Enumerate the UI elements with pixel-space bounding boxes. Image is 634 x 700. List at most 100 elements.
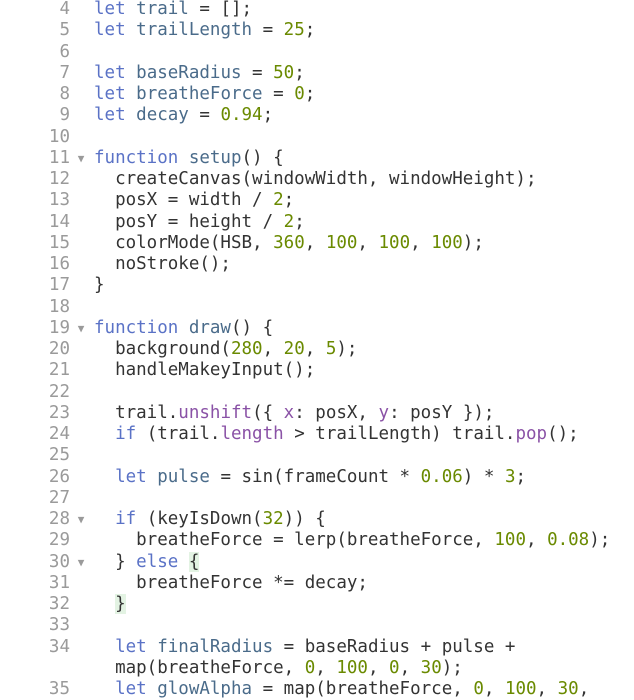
fold-triangle-icon[interactable]: ▼ xyxy=(77,513,85,526)
code-line[interactable]: 23 trail.unshift({ x: posX, y: posY }); xyxy=(0,403,634,424)
line-number: 31 xyxy=(48,572,70,593)
code-token: let xyxy=(94,636,158,657)
code-token: 280 xyxy=(230,339,263,359)
code-line[interactable]: 14 posY = height / 2; xyxy=(0,212,634,233)
code-token: , xyxy=(578,679,590,699)
code-line[interactable]: 10 xyxy=(0,127,634,148)
code-line[interactable]: 24 if (trail.length > trailLength) trail… xyxy=(0,424,634,445)
fold-triangle-icon[interactable]: ▼ xyxy=(77,151,85,165)
code-line[interactable]: 31 breatheForce *= decay; xyxy=(0,573,634,594)
code-line[interactable]: 29 breatheForce = lerp(breatheForce, 100… xyxy=(0,530,634,551)
code-token: (keyIsDown( xyxy=(136,509,263,529)
code-line[interactable]: 17} xyxy=(0,275,634,296)
code-token: 100 xyxy=(494,530,526,551)
code-line[interactable]: 28▼ if (keyIsDown(32)) { xyxy=(0,509,634,530)
line-number: 20 xyxy=(48,339,70,359)
code-token: = xyxy=(241,62,274,83)
code-line[interactable]: 35 let glowAlpha = map(breatheForce, 0, … xyxy=(0,679,634,700)
code-line[interactable]: 30▼ } else { xyxy=(0,551,634,573)
code-token: 30 xyxy=(557,679,579,699)
code-text: let finalRadius = baseRadius + pulse + xyxy=(94,637,515,658)
code-token: length xyxy=(220,424,284,444)
code-line[interactable]: 13 posX = width / 2; xyxy=(0,190,634,211)
code-token: createCanvas(windowWidth, windowHeight); xyxy=(94,169,537,189)
code-token: 100 xyxy=(431,232,463,253)
line-number: 28 xyxy=(48,509,70,529)
code-token: if xyxy=(94,424,137,444)
code-line[interactable]: 15 colorMode(HSB, 360, 100, 100, 100); xyxy=(0,233,634,254)
code-token: ); xyxy=(336,339,358,359)
fold-triangle-icon[interactable]: ▼ xyxy=(77,555,85,569)
code-token: pop xyxy=(515,424,548,444)
code-token: function xyxy=(94,317,189,338)
code-token: noStroke(); xyxy=(94,254,231,274)
code-text: } xyxy=(94,594,126,615)
code-token: trailLength xyxy=(136,20,253,41)
line-number: 9 xyxy=(59,105,70,126)
code-line[interactable]: 12 createCanvas(windowWidth, windowHeigh… xyxy=(0,169,634,190)
code-token: 2 xyxy=(273,190,284,211)
code-token: : posY }); xyxy=(389,402,495,423)
code-line[interactable]: 22 xyxy=(0,382,634,403)
code-line[interactable]: 19▼function draw() { xyxy=(0,318,634,339)
code-token: , xyxy=(315,657,337,678)
code-token: 2 xyxy=(283,211,295,232)
code-token: } xyxy=(94,275,105,296)
code-token: , xyxy=(367,657,390,678)
code-line[interactable]: 27 xyxy=(0,488,634,509)
code-token xyxy=(178,552,189,572)
code-line[interactable]: 6 xyxy=(0,42,634,63)
code-line[interactable]: 16 noStroke(); xyxy=(0,254,634,275)
code-token: glowAlpha xyxy=(157,679,253,699)
code-token: let xyxy=(94,62,137,83)
line-number: 33 xyxy=(48,615,70,636)
code-token: 0.94 xyxy=(220,105,263,126)
code-line[interactable]: 26 let pulse = sin(frameCount * 0.06) * … xyxy=(0,467,634,488)
code-line[interactable]: 18 xyxy=(0,297,634,318)
line-number: 27 xyxy=(48,487,70,508)
code-token: trail xyxy=(136,0,189,19)
code-token: = xyxy=(262,84,295,104)
code-text: breatheForce = lerp(breatheForce, 100, 0… xyxy=(94,530,610,551)
code-token: , xyxy=(410,232,432,253)
code-text: let pulse = sin(frameCount * 0.06) * 3; xyxy=(94,467,526,488)
code-token: ; xyxy=(294,62,305,83)
code-line[interactable]: 33 xyxy=(0,615,634,636)
code-text: breatheForce *= decay; xyxy=(94,573,368,594)
code-token: 3 xyxy=(504,466,516,487)
code-token: 0 xyxy=(304,657,316,678)
line-number: 34 xyxy=(48,636,70,657)
line-number: 13 xyxy=(48,190,70,211)
code-line[interactable]: 32 } xyxy=(0,594,634,615)
code-token: 50 xyxy=(273,62,295,83)
code-line[interactable]: 11▼function setup() { xyxy=(0,148,634,169)
line-number: 14 xyxy=(48,211,70,232)
line-number: 21 xyxy=(48,360,70,381)
line-number: 12 xyxy=(48,169,70,189)
code-token: let xyxy=(94,0,137,19)
code-line[interactable]: 34 let finalRadius = baseRadius + pulse … xyxy=(0,637,634,658)
code-line[interactable]: 20 background(280, 20, 5); xyxy=(0,339,634,360)
code-text: handleMakeyInput(); xyxy=(94,360,315,381)
line-number: 7 xyxy=(59,62,70,83)
code-line[interactable]: 25 xyxy=(0,445,634,466)
code-line[interactable]: 21 handleMakeyInput(); xyxy=(0,360,634,381)
code-token: 5 xyxy=(325,339,337,359)
line-number: 26 xyxy=(48,466,70,487)
code-text: posY = height / 2; xyxy=(94,212,305,233)
code-token: 0 xyxy=(473,679,484,699)
line-number: 25 xyxy=(48,445,70,466)
code-line[interactable]: map(breatheForce, 0, 100, 0, 30); xyxy=(0,658,634,679)
code-token: x xyxy=(283,402,295,423)
fold-triangle-icon[interactable]: ▼ xyxy=(77,321,85,335)
code-text: let trailLength = 25; xyxy=(94,20,315,41)
line-number: 35 xyxy=(48,679,70,699)
line-number: 18 xyxy=(48,296,70,317)
code-token: posY = height / xyxy=(94,211,284,232)
